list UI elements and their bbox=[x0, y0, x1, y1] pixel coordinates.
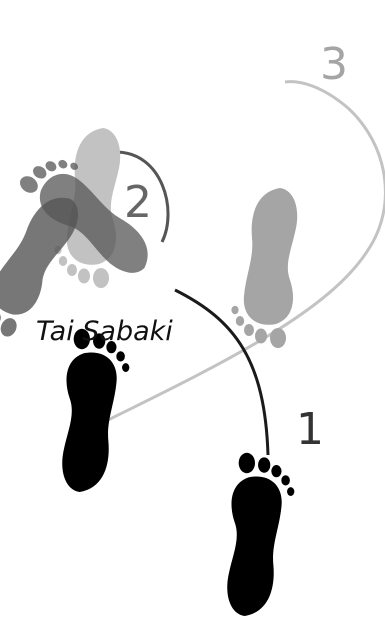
dark-movement-path bbox=[174, 288, 270, 456]
step-number-2: 2 bbox=[124, 177, 152, 228]
step-number-1: 1 bbox=[296, 404, 324, 455]
diagram-caption: Tai Sabaki bbox=[36, 316, 173, 347]
step1-right-foot-icon bbox=[227, 452, 295, 616]
step2-pivot-arc bbox=[115, 150, 170, 243]
light-movement-path bbox=[107, 80, 385, 422]
step1-left-foot-icon bbox=[62, 328, 130, 492]
step-number-3: 3 bbox=[320, 39, 348, 90]
